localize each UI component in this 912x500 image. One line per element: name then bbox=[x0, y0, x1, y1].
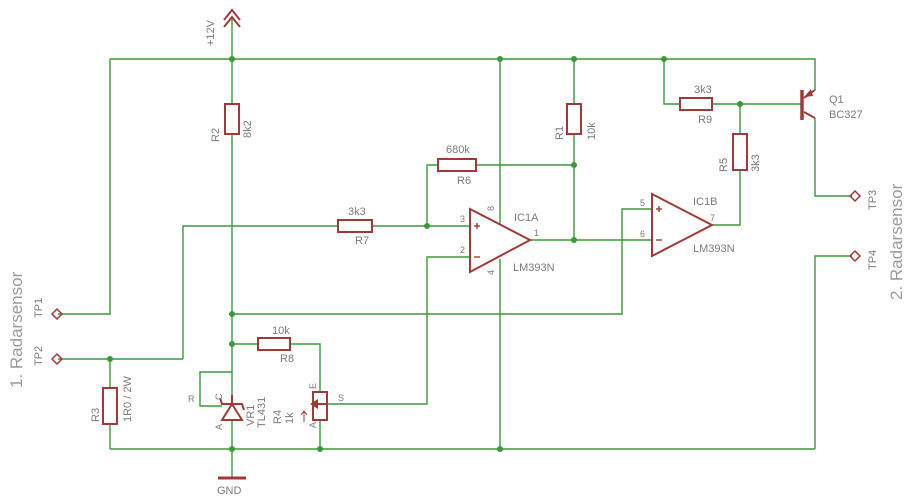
r3-name: R3 bbox=[90, 408, 102, 422]
ic1b-name: IC1B bbox=[693, 196, 717, 208]
pot-pin-e: E bbox=[308, 383, 318, 389]
sensor-1-label: 1. Radarsensor bbox=[7, 271, 26, 388]
r8-value: 10k bbox=[272, 325, 290, 337]
sensor-2-label: 2. Radarsensor bbox=[887, 183, 906, 300]
r7-value: 3k3 bbox=[348, 206, 366, 218]
ic1a-pin-4: 4 bbox=[486, 270, 496, 275]
r6-name: R6 bbox=[457, 175, 471, 187]
vr1-part: TL431 bbox=[256, 397, 268, 428]
pot-pin-a: A bbox=[308, 422, 318, 428]
ic1b-pin-5: 5 bbox=[640, 198, 645, 208]
ic1b-pin-6: 6 bbox=[640, 229, 645, 239]
supply-label: +12V bbox=[205, 19, 217, 46]
pnp-transistor-q1 bbox=[800, 89, 816, 120]
tp4-label: TP4 bbox=[867, 250, 879, 270]
test-point-tp4 bbox=[848, 249, 862, 263]
r6-value: 680k bbox=[446, 144, 470, 156]
ic1a-part: LM393N bbox=[513, 262, 555, 274]
r1-name: R1 bbox=[554, 126, 566, 140]
ic1a-comparator bbox=[469, 207, 533, 274]
junctions bbox=[107, 56, 743, 452]
resistor-r1 bbox=[566, 103, 582, 135]
q1-part: BC327 bbox=[829, 109, 863, 121]
vr1-pin-a: A bbox=[214, 424, 224, 430]
vr1-pin-c: C bbox=[214, 393, 224, 400]
pot-pin-s: S bbox=[338, 393, 344, 403]
tl431-reference-symbol bbox=[219, 395, 245, 421]
resistor-r5 bbox=[732, 133, 748, 171]
test-point-tp3 bbox=[848, 189, 862, 203]
vr1-name: VR1 bbox=[245, 405, 257, 426]
r5-name: R5 bbox=[718, 158, 730, 172]
r5-value: 3k3 bbox=[750, 154, 762, 172]
test-point-tp1 bbox=[50, 307, 64, 321]
wires bbox=[58, 18, 852, 478]
q1-name: Q1 bbox=[829, 94, 844, 106]
r1-value: 10k bbox=[586, 122, 598, 140]
resistor-r8 bbox=[257, 337, 291, 351]
test-point-tp2 bbox=[50, 352, 64, 366]
resistor-r2 bbox=[224, 103, 240, 135]
r9-value: 3k3 bbox=[694, 84, 712, 96]
ic1a-pin-8: 8 bbox=[486, 206, 496, 211]
ground-label: GND bbox=[217, 485, 242, 497]
ic1a-pin-2: 2 bbox=[460, 245, 465, 255]
ic1a-pin-1: 1 bbox=[534, 228, 539, 238]
resistor-r7 bbox=[337, 219, 373, 233]
resistor-r6 bbox=[437, 158, 477, 172]
r4-name: R4 bbox=[272, 410, 284, 424]
ic1b-comparator bbox=[651, 192, 715, 258]
r9-name: R9 bbox=[698, 114, 712, 126]
potentiometer-r4 bbox=[300, 391, 328, 422]
tp1-label: TP1 bbox=[33, 298, 45, 318]
resistor-r3 bbox=[102, 387, 118, 425]
r7-name: R7 bbox=[355, 235, 369, 247]
tp2-label: TP2 bbox=[33, 346, 45, 366]
ic1b-part: LM393N bbox=[693, 243, 735, 255]
r2-value: 8k2 bbox=[242, 120, 254, 138]
ic1b-pin-7: 7 bbox=[710, 213, 715, 223]
resistor-r9 bbox=[679, 97, 713, 111]
r2-name: R2 bbox=[210, 128, 222, 142]
r3-value: 1R0 / 2W bbox=[122, 376, 134, 422]
r8-name: R8 bbox=[280, 353, 294, 365]
vr1-pin-r: R bbox=[188, 394, 195, 404]
supply-arrow-icon bbox=[223, 8, 241, 28]
ic1a-pin-3: 3 bbox=[460, 214, 465, 224]
tp3-label: TP3 bbox=[867, 190, 879, 210]
ic1a-name: IC1A bbox=[514, 212, 539, 224]
r4-value: 1k bbox=[284, 412, 296, 424]
